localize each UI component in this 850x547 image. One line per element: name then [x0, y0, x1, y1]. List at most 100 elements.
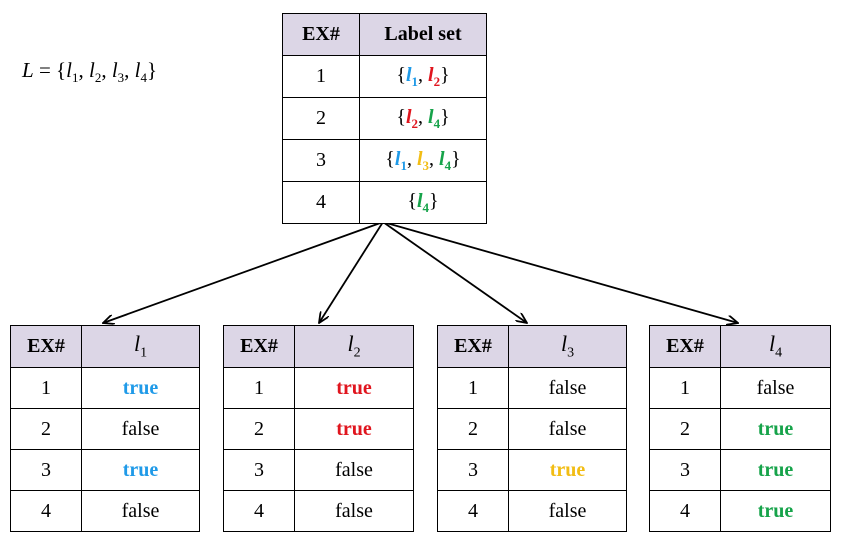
ex-cell: 3	[223, 449, 295, 491]
value-cell: true	[294, 408, 414, 450]
label-set-header: Label set	[359, 13, 487, 56]
ex-cell: 3	[282, 139, 360, 182]
label-subscript: 1	[140, 345, 148, 361]
ex-cell: 1	[282, 55, 360, 98]
value-cell: true	[81, 367, 200, 409]
table-row: 3{l1, l3, l4}	[282, 139, 487, 182]
table-header-row: EX#l2	[223, 325, 414, 368]
ex-header: EX#	[10, 325, 82, 368]
label-letter: l	[394, 147, 401, 170]
arrow-to-l4	[382, 221, 738, 323]
ex-cell: 4	[282, 181, 360, 224]
ex-cell: 2	[10, 408, 82, 450]
value-cell: false	[81, 408, 200, 450]
value-cell: false	[508, 367, 627, 409]
label-subscript: 2	[433, 73, 441, 89]
formula-lhs: L	[22, 58, 34, 82]
ex-cell: 2	[437, 408, 509, 450]
label-header: l3	[508, 325, 627, 368]
value-cell: false	[720, 367, 831, 409]
label-header: l4	[720, 325, 831, 368]
label-token: l4	[439, 148, 451, 173]
ex-cell: 4	[649, 490, 721, 532]
ex-cell: 1	[223, 367, 295, 409]
formula-sub: 2	[94, 70, 102, 86]
label-token: l4	[428, 105, 441, 131]
label-letter: l	[428, 105, 434, 128]
label-token: l4	[416, 189, 430, 215]
value-cell: false	[294, 490, 414, 532]
formula-item: l	[88, 58, 95, 82]
arrow-to-l2	[319, 221, 384, 323]
label-subscript: 3	[422, 157, 430, 173]
label-set-table: EX# Label set 1{l1, l2}2{l2, l4}3{l1, l3…	[282, 13, 487, 224]
table-header-row: EX#l1	[10, 325, 200, 368]
ex-cell: 4	[437, 490, 509, 532]
label-token: l2	[428, 63, 441, 89]
label-subscript: 4	[433, 115, 441, 131]
label-subscript: 1	[411, 73, 419, 89]
label-set-cell: {l1, l2}	[359, 55, 487, 98]
formula-sub: 1	[71, 70, 79, 86]
value-cell: true	[508, 449, 627, 491]
label-set-cell: {l2, l4}	[359, 97, 487, 140]
ex-header: EX#	[437, 325, 509, 368]
ex-cell: 1	[437, 367, 509, 409]
ex-cell: 3	[437, 449, 509, 491]
label-subscript: 4	[422, 199, 430, 215]
label-header: l1	[81, 325, 200, 368]
label-set-cell: {l1, l3, l4}	[359, 139, 487, 182]
formula-item: l	[134, 58, 141, 82]
label-letter: l	[416, 189, 423, 212]
label-subscript: 2	[353, 345, 361, 361]
value-cell: true	[720, 449, 831, 491]
label-token: l2	[405, 105, 418, 131]
table-header-row: EX# Label set	[282, 13, 487, 56]
label-token: l1	[394, 147, 407, 173]
ex-cell: 3	[10, 449, 82, 491]
value-cell: false	[508, 408, 627, 450]
label-letter: l	[428, 63, 434, 86]
arrow-to-l3	[382, 221, 527, 323]
formula-item: l	[66, 58, 72, 82]
label-letter: l	[560, 331, 568, 357]
formula-item: l	[111, 58, 118, 82]
label-letter: l	[347, 331, 354, 357]
ex-cell: 4	[223, 490, 295, 532]
label-subscript: 4	[775, 345, 783, 361]
label-letter: l	[768, 331, 776, 357]
table-header-row: EX#l4	[649, 325, 831, 368]
value-cell: false	[508, 490, 627, 532]
ex-header: EX#	[223, 325, 295, 368]
ex-cell: 1	[649, 367, 721, 409]
value-cell: true	[720, 408, 831, 450]
label-subscript: 3	[567, 345, 575, 361]
label-header: l2	[294, 325, 414, 368]
ex-cell: 2	[649, 408, 721, 450]
label-letter: l	[405, 63, 412, 86]
value-cell: true	[81, 449, 200, 491]
table-row: 1{l1, l2}	[282, 55, 487, 98]
ex-header: EX#	[282, 13, 360, 56]
ex-cell: 3	[649, 449, 721, 491]
ex-cell: 1	[10, 367, 82, 409]
label-letter: l	[405, 105, 412, 128]
